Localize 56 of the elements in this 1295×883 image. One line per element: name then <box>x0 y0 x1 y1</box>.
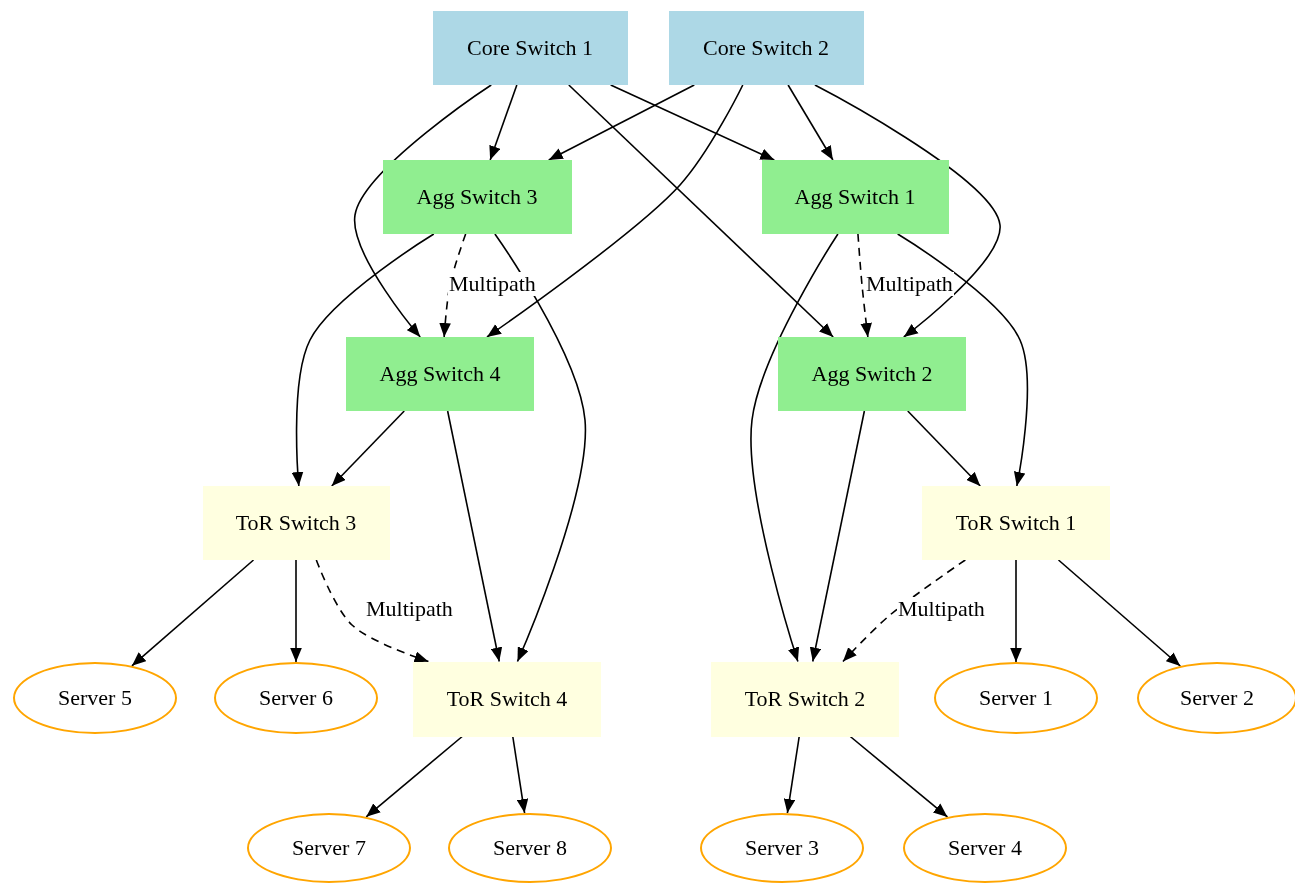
arrow <box>609 84 776 161</box>
arrow <box>290 559 302 663</box>
arrow <box>750 233 839 663</box>
aggregation-switch-box <box>761 160 949 234</box>
node-label: ToR Switch 3 <box>235 510 357 536</box>
arrow <box>489 84 518 161</box>
arrow <box>906 410 982 487</box>
node-label: Core Switch 1 <box>467 35 593 61</box>
node-label: Server 4 <box>948 835 1022 861</box>
arrow <box>849 735 949 818</box>
node-label: ToR Switch 1 <box>955 510 1077 536</box>
arrow <box>512 735 529 814</box>
node-label: Agg Switch 4 <box>379 361 501 387</box>
arrow <box>291 233 435 487</box>
arrow <box>783 735 800 814</box>
arrow <box>486 84 744 338</box>
node-label: Server 7 <box>292 835 366 861</box>
tor-switch-box <box>711 661 899 737</box>
node-label: Server 5 <box>58 685 132 711</box>
arrow <box>547 84 696 161</box>
arrow <box>446 410 503 663</box>
node-label: ToR Switch 2 <box>744 686 866 712</box>
node-label: Server 8 <box>493 835 567 861</box>
node-label: Server 6 <box>259 685 333 711</box>
arrow <box>787 84 834 161</box>
aggregation-switch-box <box>346 337 534 411</box>
dashed-arrow <box>857 233 872 338</box>
aggregation-switch-box <box>382 160 572 234</box>
core-switch-box <box>432 11 628 85</box>
node-label: Server 1 <box>979 685 1053 711</box>
node-label: ToR Switch 4 <box>446 686 568 712</box>
arrow <box>896 233 1029 487</box>
arrow <box>814 84 1001 338</box>
node-label: Agg Switch 3 <box>416 184 538 210</box>
arrow <box>568 84 834 338</box>
core-switch-box <box>668 11 864 85</box>
node-label: Server 3 <box>745 835 819 861</box>
node-label: Agg Switch 2 <box>811 361 933 387</box>
arrow <box>494 233 586 663</box>
arrow <box>330 410 406 487</box>
arrow <box>1057 559 1182 667</box>
node-label: Agg Switch 1 <box>794 184 916 210</box>
node-label: Server 2 <box>1180 685 1254 711</box>
edge-label: Multipath <box>865 272 954 297</box>
arrow <box>809 410 866 663</box>
dashed-arrow <box>315 559 430 663</box>
tor-switch-box <box>202 486 390 560</box>
tor-switch-box <box>922 486 1110 560</box>
arrow <box>1010 559 1022 663</box>
tor-switch-box <box>413 661 601 737</box>
edge-label: Multipath <box>897 597 986 622</box>
arrow <box>354 84 493 338</box>
dashed-arrow <box>842 559 967 663</box>
node-label: Core Switch 2 <box>703 35 829 61</box>
edge-label: Multipath <box>448 272 537 297</box>
aggregation-switch-box <box>778 337 966 411</box>
